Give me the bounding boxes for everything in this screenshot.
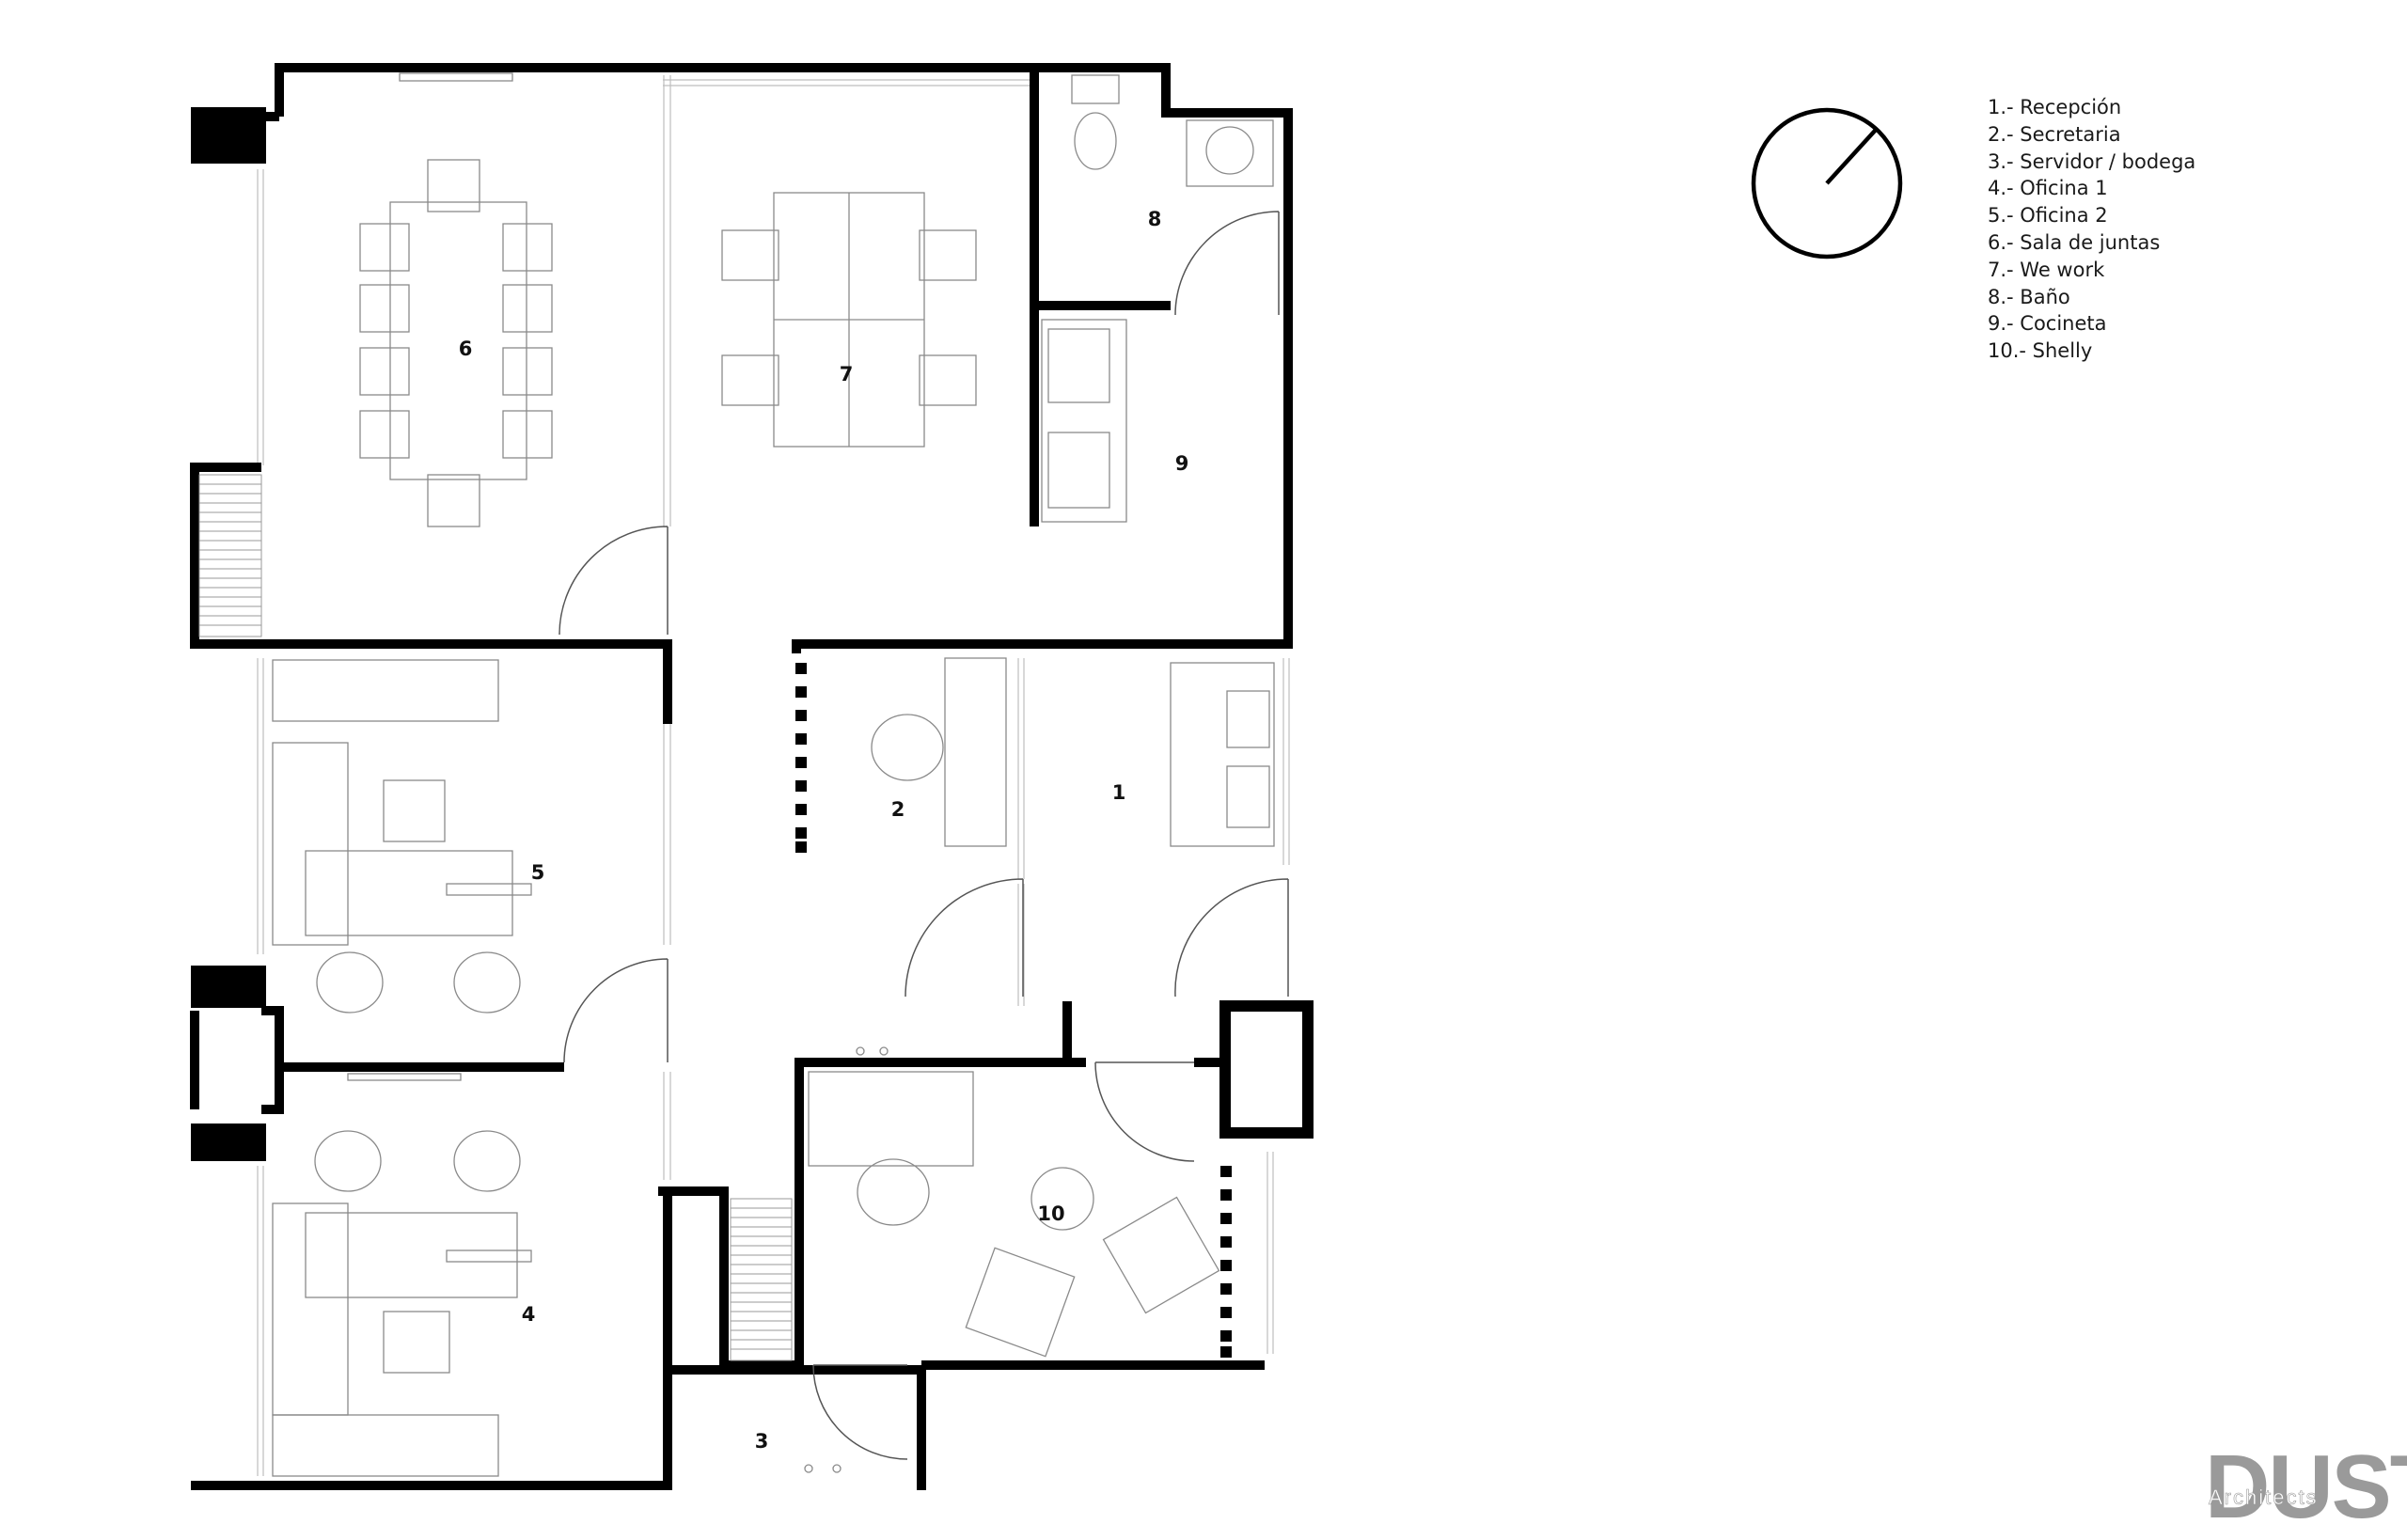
logo-main-text: DUST bbox=[2205, 1437, 2407, 1537]
room-label-4: 4 bbox=[522, 1303, 536, 1326]
logo-sub-text: Architects bbox=[2209, 1485, 2319, 1510]
room-label-6: 6 bbox=[459, 338, 473, 360]
room-legend: 1.- Recepción 2.- Secretaria 3.- Servido… bbox=[1988, 94, 2195, 365]
legend-item: 4.- Oficina 1 bbox=[1988, 177, 2108, 200]
room-label-7: 7 bbox=[840, 363, 854, 385]
window-lines bbox=[257, 75, 1290, 1476]
room-label-10: 10 bbox=[1037, 1202, 1064, 1225]
legend-item: 5.- Oficina 2 bbox=[1988, 204, 2108, 228]
room-label-2: 2 bbox=[891, 798, 905, 821]
legend-item: 8.- Baño bbox=[1988, 285, 2070, 308]
legend-item: 2.- Secretaria bbox=[1988, 122, 2121, 146]
legend-item: 1.- Recepción bbox=[1988, 96, 2122, 118]
room-label-9: 9 bbox=[1175, 452, 1189, 475]
legend-item: 3.- Servidor / bodega bbox=[1988, 149, 2196, 173]
furniture bbox=[272, 72, 1275, 1477]
room-labels: 1 2 3 4 5 6 7 8 9 10 bbox=[459, 208, 1189, 1453]
room-label-8: 8 bbox=[1148, 208, 1162, 230]
doors bbox=[558, 211, 1289, 1460]
dust-architects-logo: DUST Architects bbox=[2205, 1442, 2407, 1532]
room-label-3: 3 bbox=[755, 1430, 769, 1453]
north-arrow-icon bbox=[1751, 107, 1903, 259]
room-label-5: 5 bbox=[531, 861, 545, 884]
storage-hatching bbox=[198, 474, 793, 1361]
room-label-1: 1 bbox=[1112, 781, 1126, 804]
dashed-walls bbox=[795, 663, 1232, 1358]
legend-item: 9.- Cocineta bbox=[1988, 312, 2107, 336]
legend-item: 10.- Shelly bbox=[1988, 339, 2093, 363]
legend-item: 6.- Sala de juntas bbox=[1988, 230, 2161, 254]
legend-item: 7.- We work bbox=[1988, 258, 2105, 281]
walls bbox=[190, 63, 1314, 1490]
